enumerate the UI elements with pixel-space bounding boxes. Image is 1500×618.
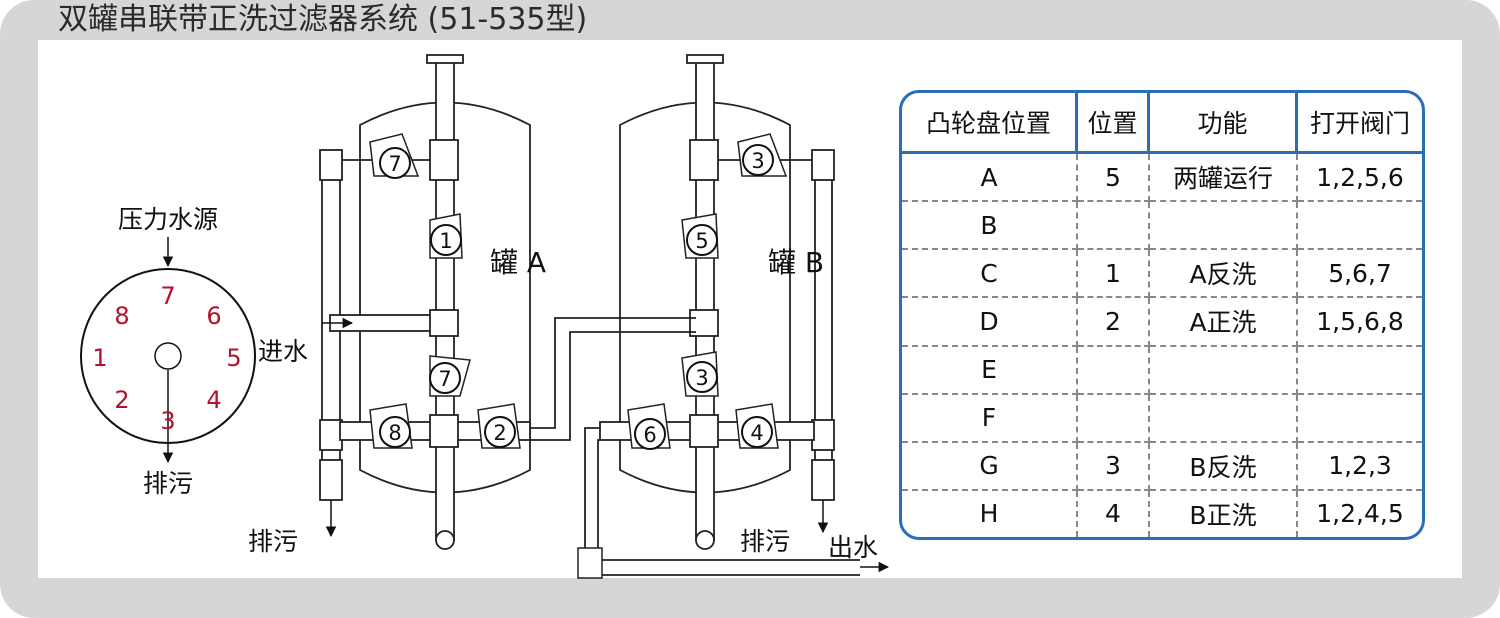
drain-label-b: 排污 <box>740 527 790 556</box>
table-cell-func: B反洗 <box>1150 442 1298 491</box>
dial-number: 7 <box>160 282 175 310</box>
table-cell-func <box>1150 202 1298 251</box>
svg-text:7: 7 <box>438 367 451 391</box>
valve-a-1: 1 <box>429 213 463 259</box>
table-cell-cam: F <box>902 394 1078 443</box>
table-cell-pos: 4 <box>1078 490 1150 537</box>
table-cell-valves <box>1298 202 1422 251</box>
table-cell-pos: 2 <box>1078 298 1150 347</box>
tank-b-label: 罐 B <box>768 246 824 279</box>
dial-number: 2 <box>114 386 129 414</box>
svg-text:2: 2 <box>493 421 506 445</box>
table-cell-func <box>1150 394 1298 443</box>
table-cell-func: 两罐运行 <box>1150 154 1298 203</box>
svg-text:1: 1 <box>439 229 452 253</box>
column-header: 凸轮盘位置 <box>902 93 1078 154</box>
column-header: 功能 <box>1150 93 1298 154</box>
table-row: B <box>902 202 1422 251</box>
svg-text:3: 3 <box>751 149 764 173</box>
table-cell-valves <box>1298 347 1422 395</box>
column-header: 打开阀门 <box>1298 93 1422 154</box>
valve-a-8: 8 <box>369 403 413 449</box>
svg-text:8: 8 <box>388 421 401 445</box>
tank-b <box>599 54 835 550</box>
inlet-label: 进水 <box>258 337 308 366</box>
table-cell-cam: E <box>902 346 1078 395</box>
valve-b-6: 6 <box>627 403 671 450</box>
valve-a-7-top: 7 <box>369 133 420 179</box>
valve-b-3-mid: 3 <box>681 351 719 397</box>
table-cell-valves: 1,2,4,5 <box>1316 499 1404 529</box>
valve-b-4: 4 <box>735 403 779 449</box>
table-row: E <box>902 346 1422 395</box>
table-cell-cam: C <box>902 250 1078 299</box>
column-header: 位置 <box>1078 93 1150 154</box>
diagram-title: 双罐串联带正洗过滤器系统 (51-535型) <box>58 2 588 37</box>
dial-number: 8 <box>114 302 129 330</box>
table-header-row: 凸轮盘位置 位置 功能 打开阀门 <box>902 93 1422 154</box>
table-cell-valves: 1,5,6,8 <box>1298 298 1422 347</box>
table-cell-cam: B <box>902 202 1078 251</box>
table-cell-valves: 1,2,3 <box>1298 443 1422 491</box>
outlet-pipe <box>584 427 860 576</box>
table-cell-pos <box>1078 346 1150 395</box>
dial-number: 4 <box>206 386 221 414</box>
table-cell-valves: 5,6,7 <box>1298 250 1422 299</box>
dial-number: 6 <box>206 302 221 330</box>
svg-text:4: 4 <box>750 421 763 445</box>
svg-text:3: 3 <box>695 366 708 390</box>
table-cell-pos: 1 <box>1078 250 1150 299</box>
table-cell-cam: A <box>902 154 1078 203</box>
table-cell-func: A正洗 <box>1150 298 1298 347</box>
table-cell-func: A反洗 <box>1150 250 1298 299</box>
table-cell-func: B正洗 <box>1150 490 1298 537</box>
table-cell-func <box>1150 346 1298 395</box>
table-cell-cam: D <box>902 298 1078 347</box>
valve-b-5: 5 <box>681 213 719 259</box>
valve-a-2: 2 <box>477 403 521 449</box>
pressure-source-label: 压力水源 <box>118 205 218 234</box>
connecting-pipe <box>530 317 696 441</box>
svg-text:6: 6 <box>643 423 656 447</box>
table-row: F <box>902 394 1422 443</box>
table-cell-valves <box>1298 395 1422 443</box>
dial-number: 1 <box>92 344 107 372</box>
dial-number: 3 <box>160 407 175 435</box>
cam-dial: 压力水源 排污 7 6 5 4 3 2 1 8 <box>80 205 256 498</box>
tank-a <box>319 54 531 550</box>
drain-label-a: 排污 <box>248 527 298 556</box>
tank-a-label: 罐 A <box>490 246 546 279</box>
table-cell-cam: H <box>902 490 1078 537</box>
dial-drain-label: 排污 <box>143 469 193 498</box>
table-cell-pos: 3 <box>1078 442 1150 491</box>
table-cell-pos: 5 <box>1078 154 1150 203</box>
table-cell-pos <box>1078 202 1150 251</box>
valve-b-3-top: 3 <box>737 133 788 177</box>
table-cell-valves: 1,2,5,6 <box>1298 154 1422 203</box>
table-cell-cam: G <box>902 442 1078 491</box>
valve-a-7-mid: 7 <box>429 355 471 397</box>
outlet-label: 出水 <box>828 533 878 562</box>
dial-number: 5 <box>226 344 241 372</box>
svg-text:7: 7 <box>388 152 401 176</box>
table-cell-pos <box>1078 394 1150 443</box>
svg-text:5: 5 <box>695 229 708 253</box>
